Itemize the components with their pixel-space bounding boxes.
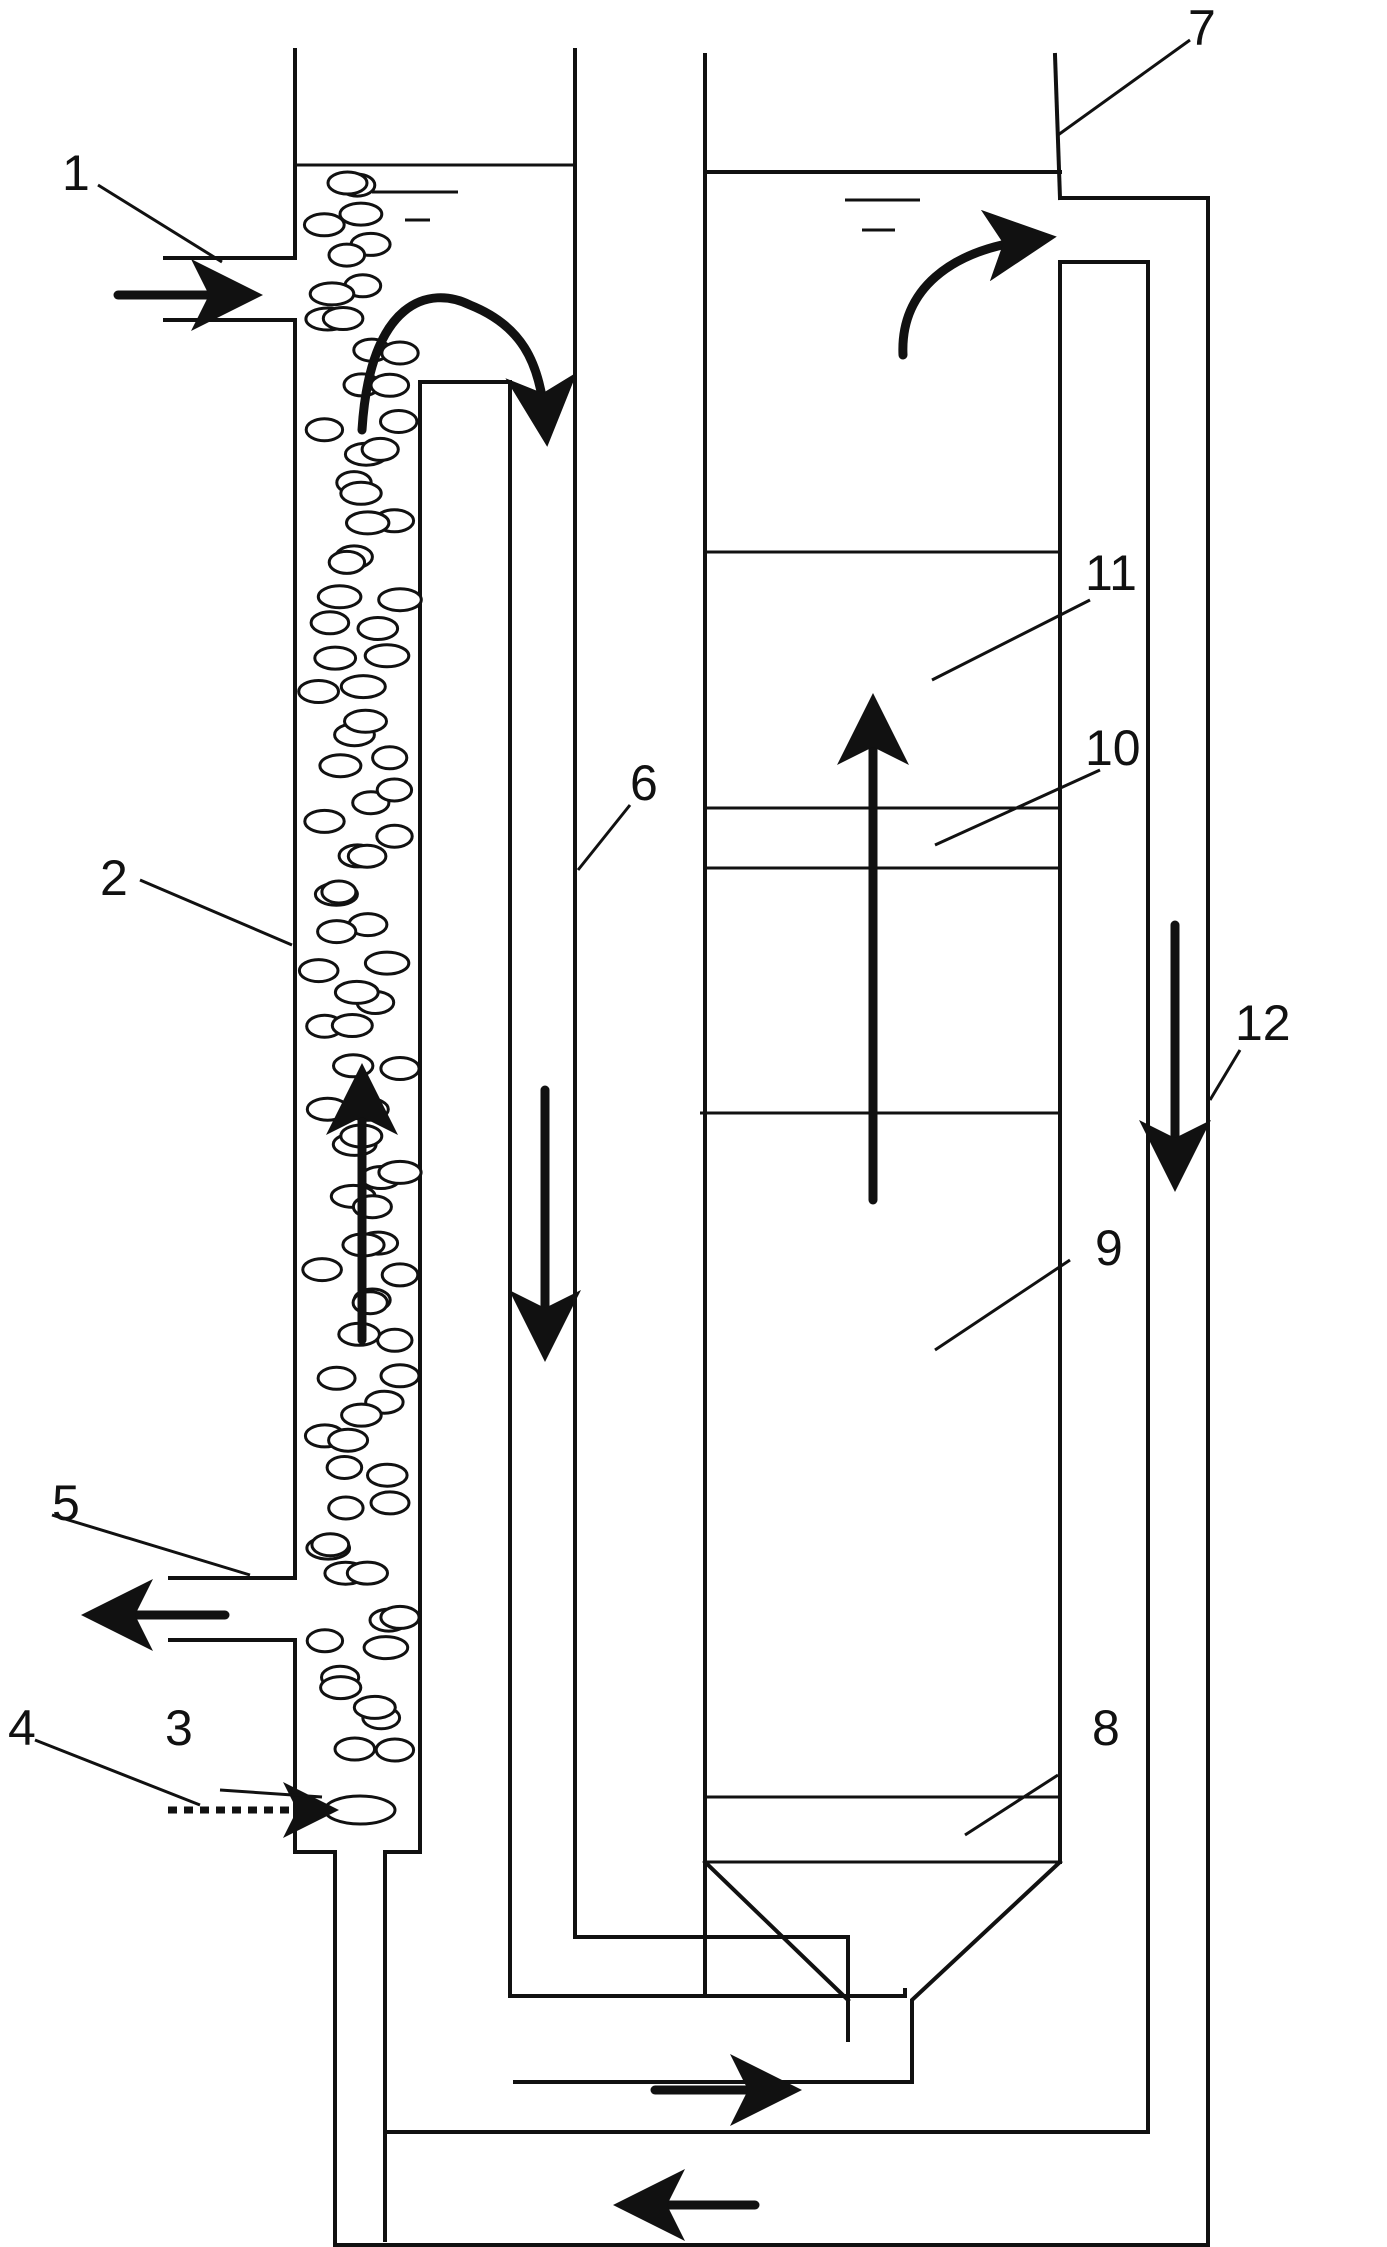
return-inner-path <box>383 260 1150 2134</box>
bubble <box>345 1560 389 1586</box>
bubble <box>363 950 411 976</box>
bubble <box>316 919 358 945</box>
aerator-disc <box>323 1794 397 1826</box>
bubble <box>319 1675 363 1701</box>
bubble <box>320 879 358 905</box>
bubble <box>375 823 414 849</box>
bubble <box>321 306 365 331</box>
bubble <box>327 242 367 268</box>
bubble <box>318 753 363 779</box>
water-level-mark-left <box>372 190 458 222</box>
bed-top-curved-arrow <box>898 209 1057 360</box>
bubble <box>316 584 363 610</box>
bubble <box>327 1427 370 1453</box>
bubble <box>330 1013 374 1038</box>
label-12: 12 <box>1235 995 1291 1051</box>
downcomer-inner-pipe <box>418 380 907 1998</box>
bubble <box>308 281 356 307</box>
flow-arrows <box>81 209 1211 2241</box>
bubble <box>380 1262 420 1288</box>
bubble <box>345 510 391 536</box>
bubble <box>297 958 340 984</box>
bubble <box>379 1604 421 1630</box>
bubble <box>309 610 351 636</box>
riser-left-wall <box>293 48 337 2247</box>
bubble <box>301 1257 343 1283</box>
bubble <box>338 201 384 227</box>
bubble <box>377 1159 423 1185</box>
bubble <box>369 1490 411 1516</box>
bubble <box>380 340 420 366</box>
outlet-pipe <box>168 1576 297 1642</box>
bubble <box>363 643 411 669</box>
bubble <box>333 979 380 1005</box>
bubble <box>332 1053 375 1079</box>
bubble <box>340 1402 383 1428</box>
riser-inner-wall <box>383 1850 422 2242</box>
bubble <box>303 808 346 834</box>
bubble <box>310 1532 351 1558</box>
labels: 1 2 3 4 5 6 7 8 9 10 11 12 <box>8 0 1291 1756</box>
bed-cone <box>513 1859 1063 2084</box>
label-9: 9 <box>1095 1220 1123 1276</box>
bubble <box>376 1327 414 1353</box>
inlet-pipe <box>163 256 297 322</box>
bubble <box>379 409 419 434</box>
bubble <box>327 549 367 575</box>
bubble <box>302 212 346 238</box>
label-10: 10 <box>1085 720 1141 776</box>
bubble <box>369 372 411 398</box>
bubble <box>352 1694 397 1720</box>
water-level-mark-right <box>845 198 920 232</box>
bubble <box>375 777 414 803</box>
bubble <box>339 480 383 506</box>
label-2: 2 <box>100 850 128 906</box>
bubble <box>325 1455 364 1480</box>
bubble <box>343 708 388 734</box>
bubble <box>371 745 409 771</box>
bubble <box>297 679 341 704</box>
label-8: 8 <box>1092 1700 1120 1756</box>
label-5: 5 <box>52 1475 80 1531</box>
bubble <box>305 1096 350 1122</box>
bubble <box>362 1635 410 1661</box>
riser-top-curved-arrow <box>357 293 578 447</box>
bubble <box>316 1365 357 1391</box>
bubble <box>326 170 369 196</box>
bubble <box>360 436 400 462</box>
bubble <box>377 587 423 613</box>
overflow-weir <box>1052 52 1063 201</box>
label-6: 6 <box>630 755 658 811</box>
bubble <box>356 616 400 641</box>
label-11: 11 <box>1085 545 1137 601</box>
label-3: 3 <box>165 1700 193 1756</box>
bubble <box>339 674 387 700</box>
bubble <box>366 1462 409 1488</box>
downcomer-outer-wall <box>573 48 850 2002</box>
bubble <box>379 1363 421 1389</box>
label-7: 7 <box>1188 0 1216 56</box>
label-1: 1 <box>62 145 90 201</box>
bubble <box>379 1056 421 1081</box>
bubble <box>304 417 345 443</box>
bubble <box>327 1495 365 1521</box>
bubble <box>374 1737 416 1763</box>
return-pipe-outer <box>333 196 1210 2247</box>
bubble <box>333 1736 377 1762</box>
structure <box>163 48 1210 2247</box>
bubble <box>346 1096 390 1122</box>
bubble <box>313 645 358 671</box>
bubble <box>346 843 388 869</box>
label-4: 4 <box>8 1700 36 1756</box>
leader-lines <box>34 38 1242 1837</box>
bubble <box>305 1628 345 1654</box>
